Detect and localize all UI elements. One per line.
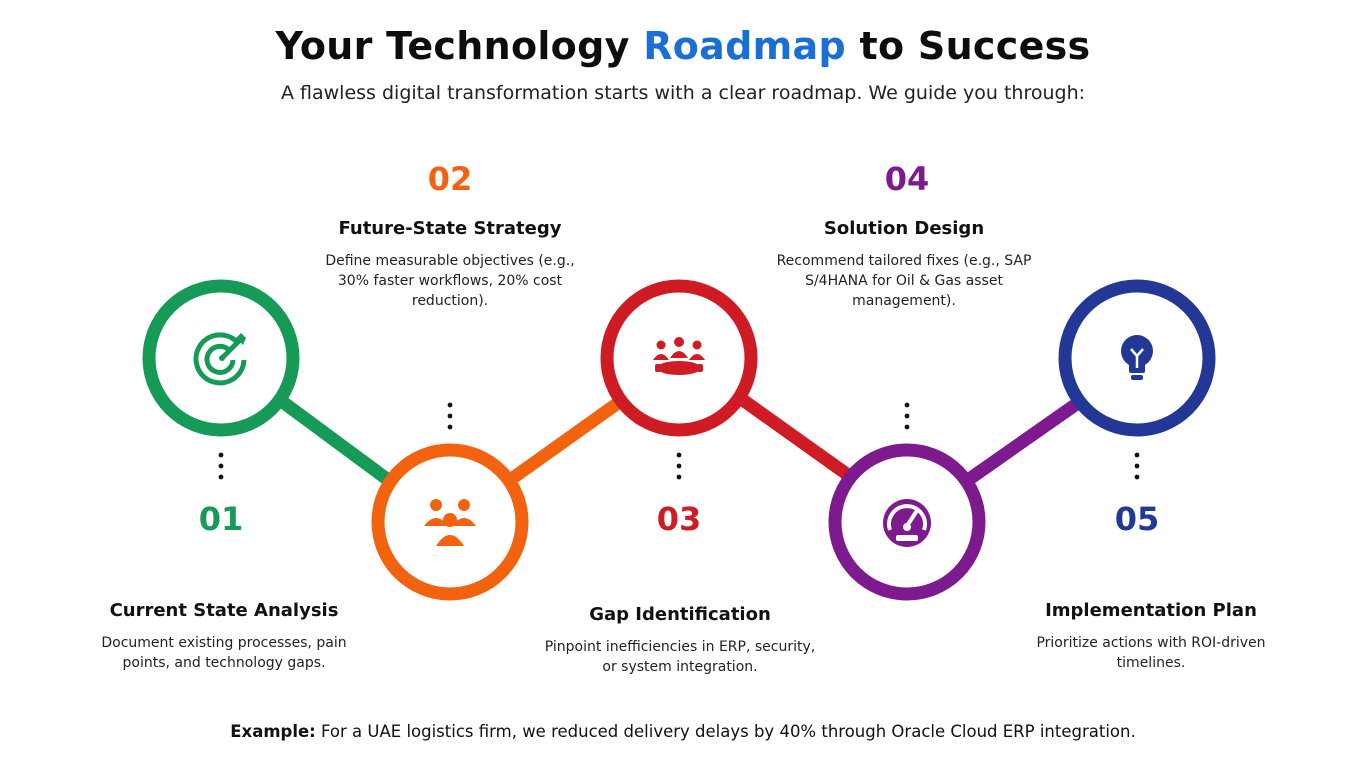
page-subtitle: A flawless digital transformation starts…: [280, 82, 1086, 104]
connector-2-3: [506, 392, 629, 486]
dotted-guide-4: [904, 402, 910, 430]
step-number-03: 03: [656, 500, 702, 538]
step-number-05: 05: [1114, 500, 1160, 538]
connector-4-5: [964, 392, 1089, 486]
step-title-03: Gap Identification: [589, 604, 771, 625]
step-number-04: 04: [884, 160, 930, 198]
step-title-05: Implementation Plan: [1045, 600, 1257, 621]
page-title: Your Technology Roadmap to Success: [0, 24, 1366, 68]
lightbulb-icon: [1121, 335, 1153, 380]
title-prefix: Your Technology: [275, 24, 644, 68]
dotted-guide-2: [447, 402, 453, 430]
step-title-02: Future-State Strategy: [338, 218, 562, 239]
connector-3-4: [736, 392, 859, 486]
step-description-01: Document existing processes, pain points…: [101, 635, 347, 671]
step-title-01: Current State Analysis: [109, 600, 339, 621]
example-label: Example:: [230, 722, 316, 741]
target-icon: [193, 332, 247, 386]
title-accent: Roadmap: [643, 24, 846, 68]
step-number-02: 02: [427, 160, 473, 198]
dotted-guide-1: [218, 452, 224, 480]
step-description-05: Prioritize actions with ROI-driven timel…: [1036, 635, 1266, 671]
dotted-guide-5: [1134, 452, 1140, 480]
meeting-icon: [653, 337, 705, 375]
step-description-02: Define measurable objectives (e.g., 30% …: [325, 253, 575, 309]
connector-1-2: [276, 394, 399, 491]
step-number-01: 01: [198, 500, 244, 538]
step-title-04: Solution Design: [823, 218, 985, 239]
dotted-guide-3: [676, 452, 682, 480]
example-note: Example: For a UAE logistics firm, we re…: [0, 722, 1366, 741]
title-suffix: to Success: [845, 24, 1091, 68]
step-description-03: Pinpoint inefficiencies in ERP, security…: [544, 639, 816, 675]
team-icon: [424, 499, 476, 546]
step-description-04: Recommend tailored fixes (e.g., SAP S/4H…: [776, 253, 1032, 309]
speedometer-icon: [883, 499, 931, 547]
example-text: For a UAE logistics firm, we reduced del…: [315, 722, 1136, 741]
